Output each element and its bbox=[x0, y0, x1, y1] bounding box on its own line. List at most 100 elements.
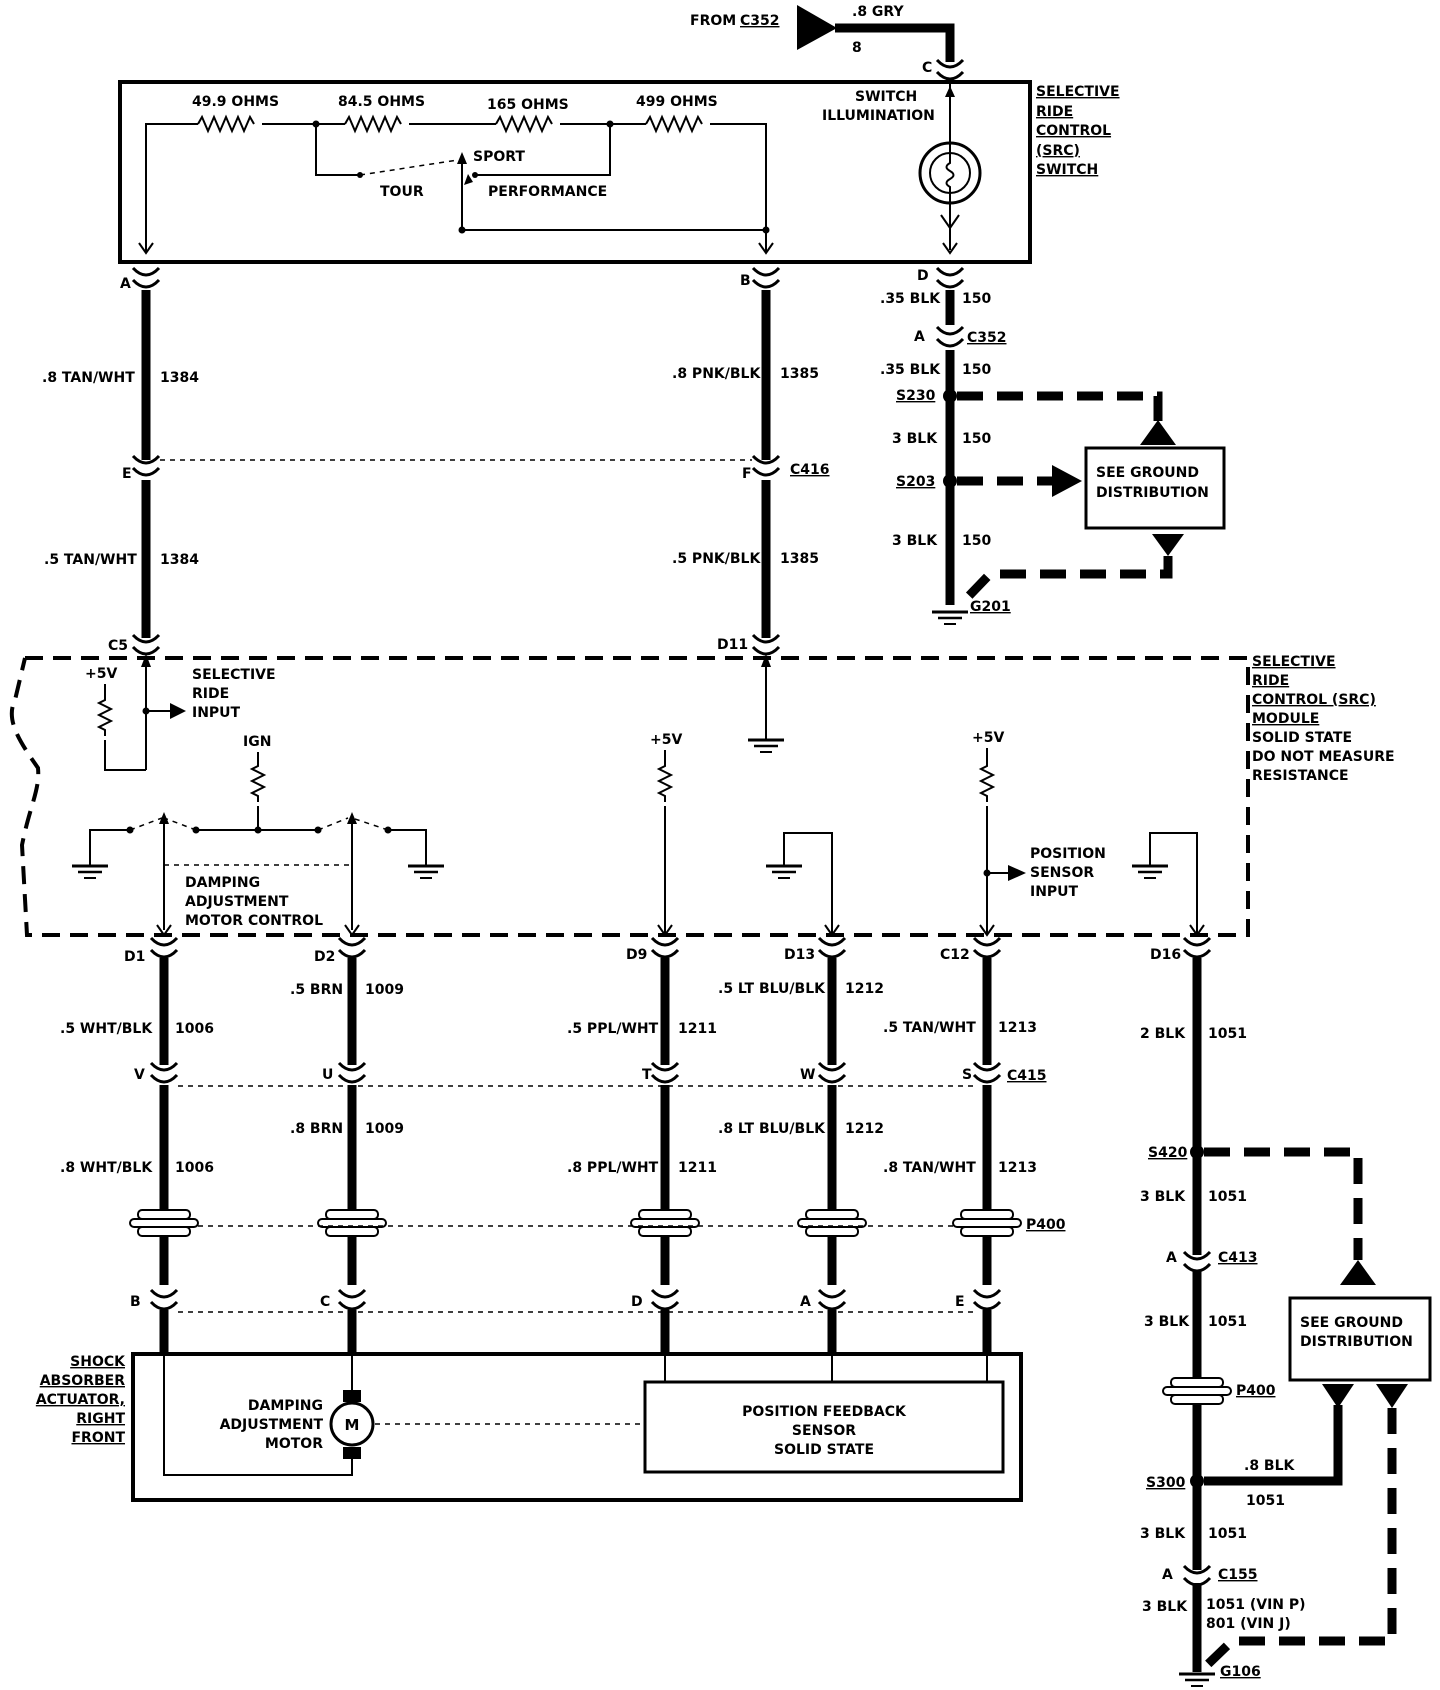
d16-wire-color-3: 3 BLK bbox=[1144, 1314, 1190, 1330]
p400-grommet-2 bbox=[317, 1209, 387, 1237]
d13-ground-icon bbox=[764, 864, 804, 880]
wire-1385-color-2: .5 PNK/BLK bbox=[672, 551, 761, 567]
top-feed: FROM C352 .8 GRY 8 C bbox=[690, 4, 965, 81]
d16-wire-color-4: 3 BLK bbox=[1140, 1526, 1186, 1542]
ign-label: IGN bbox=[243, 734, 271, 750]
src-module: SELECTIVE RIDE CONTROL (SRC) MODULE SOLI… bbox=[9, 654, 1395, 937]
ground-dist-2-line-2: DISTRIBUTION bbox=[1300, 1334, 1413, 1350]
resistor-165 bbox=[495, 114, 553, 134]
src-switch: SELECTIVE RIDE CONTROL (SRC) SWITCH 49.9… bbox=[118, 80, 1120, 264]
w1211-color-1: .5 PPL/WHT bbox=[567, 1021, 659, 1037]
shock-name-2: ABSORBER bbox=[40, 1373, 126, 1389]
w1006-color-1: .5 WHT/BLK bbox=[60, 1021, 153, 1037]
shock-name-1: SHOCK bbox=[70, 1354, 126, 1370]
mode-performance: PERFORMANCE bbox=[488, 184, 607, 200]
s230-splice bbox=[943, 389, 957, 403]
s420-splice bbox=[1190, 1145, 1204, 1159]
resistor-label-3: 165 OHMS bbox=[487, 97, 569, 113]
selector-throw bbox=[359, 159, 459, 176]
sensor-label-2: SENSOR bbox=[792, 1423, 856, 1439]
wire-1385-color-1: .8 PNK/BLK bbox=[672, 366, 761, 382]
switch-name-5: SWITCH bbox=[1036, 162, 1098, 178]
wire-150-color-4: 3 BLK bbox=[892, 533, 938, 549]
s230-label: S230 bbox=[896, 388, 936, 404]
module-name-5: SOLID STATE bbox=[1252, 730, 1352, 746]
shock-absorber-actuator: SHOCK ABSORBER ACTUATOR, RIGHT FRONT M D… bbox=[36, 1352, 1023, 1502]
tour-tap-wire bbox=[315, 124, 360, 176]
module-name-6: DO NOT MEASURE bbox=[1252, 749, 1395, 765]
pin-d1-connector bbox=[149, 936, 179, 959]
connector-a bbox=[131, 266, 161, 289]
p400-grommet-d16 bbox=[1162, 1377, 1232, 1405]
w1213-circuit-1: 1213 bbox=[998, 1020, 1037, 1036]
resistor-label-4: 499 OHMS bbox=[636, 94, 718, 110]
pin-c12-connector bbox=[972, 936, 1002, 959]
c416-label: C416 bbox=[790, 462, 830, 478]
illum-arrow-icon bbox=[945, 86, 955, 97]
ladder-left-wire bbox=[145, 123, 198, 252]
pos-label-2: SENSOR bbox=[1030, 865, 1094, 881]
ground-dist-arrow-left-icon bbox=[1052, 465, 1082, 497]
sensor-label-3: SOLID STATE bbox=[774, 1442, 874, 1458]
s420-label: S420 bbox=[1148, 1145, 1188, 1161]
gry-wire bbox=[835, 23, 955, 62]
ground-dist-3-arrow-down-icon bbox=[1376, 1384, 1408, 1408]
mode-tour: TOUR bbox=[380, 184, 424, 200]
ign-resistor bbox=[251, 759, 265, 803]
ground-dist-2-arrow-up-icon bbox=[1340, 1260, 1376, 1285]
switch-pin-c: C bbox=[922, 60, 932, 76]
switch-name-3: CONTROL bbox=[1036, 123, 1111, 139]
damp-label-1: DAMPING bbox=[185, 875, 260, 891]
c413-pin: A bbox=[1166, 1250, 1177, 1266]
wire-150-color-3: 3 BLK bbox=[892, 431, 938, 447]
d16-wire-circuit-1: 1051 bbox=[1208, 1026, 1247, 1042]
c415-pin-t: T bbox=[642, 1067, 652, 1083]
c415-pin-s: S bbox=[962, 1067, 972, 1083]
d9-plus5v: +5V bbox=[650, 732, 682, 748]
illum-label-1: SWITCH bbox=[855, 89, 917, 105]
wire-150-circuit-2: 150 bbox=[962, 362, 991, 378]
wire-150-color-2: .35 BLK bbox=[880, 362, 941, 378]
ground-dist-box-1 bbox=[1084, 446, 1226, 530]
switch-connector-c bbox=[935, 58, 965, 81]
sri-label-3: INPUT bbox=[192, 705, 241, 721]
c352-connector bbox=[935, 325, 965, 348]
d16-wire-circuit-5b: 801 (VIN J) bbox=[1206, 1616, 1291, 1632]
w1006-circuit-2: 1006 bbox=[175, 1160, 214, 1176]
d16-wire-circuit-3: 1051 bbox=[1208, 1314, 1247, 1330]
from-label: FROM bbox=[690, 13, 736, 29]
module-name-2: RIDE bbox=[1252, 673, 1289, 689]
c352-label: C352 bbox=[967, 330, 1007, 346]
w1006-circuit-1: 1006 bbox=[175, 1021, 214, 1037]
c12-pullup-resistor bbox=[980, 759, 994, 803]
d16-ground-icon bbox=[1130, 864, 1170, 880]
resistor-84-5 bbox=[344, 114, 402, 134]
p400-grommet-5 bbox=[952, 1209, 1022, 1237]
c5-plus5v: +5V bbox=[85, 666, 117, 682]
wire-1385-circuit-2: 1385 bbox=[780, 551, 819, 567]
c415-label: C415 bbox=[1007, 1068, 1047, 1084]
lower-wires: C415 P400 .5 WHT/BLK 1006 V .8 WHT/BLK 1… bbox=[60, 958, 1066, 1354]
c12-plus5v: +5V bbox=[972, 730, 1004, 746]
p400-label: P400 bbox=[1026, 1217, 1066, 1233]
shock-name-5: FRONT bbox=[71, 1430, 125, 1446]
shock-name-3: ACTUATOR, bbox=[36, 1392, 125, 1408]
feed-arrow-icon bbox=[797, 5, 837, 50]
d9-pullup-resistor bbox=[658, 759, 672, 803]
motor-label-2: ADJUSTMENT bbox=[220, 1417, 324, 1433]
pin-d: D bbox=[917, 268, 929, 284]
d2-switch-ground-icon bbox=[406, 864, 446, 880]
motor-wire-b bbox=[163, 1354, 353, 1476]
mode-sport: SPORT bbox=[473, 149, 525, 165]
wire-150-circuit-4: 150 bbox=[962, 533, 991, 549]
performance-tap-wire bbox=[475, 124, 611, 176]
w1211-color-2: .8 PPL/WHT bbox=[567, 1160, 659, 1176]
sri-arrow-icon bbox=[170, 703, 186, 719]
g201-ground-icon bbox=[930, 610, 970, 626]
pin-d1: D1 bbox=[124, 949, 145, 965]
s300-branch-circuit: 1051 bbox=[1246, 1493, 1285, 1509]
p400-grommet-3 bbox=[630, 1209, 700, 1237]
wire-1384-circuit-2: 1384 bbox=[160, 552, 199, 568]
c155-label: C155 bbox=[1218, 1567, 1258, 1583]
